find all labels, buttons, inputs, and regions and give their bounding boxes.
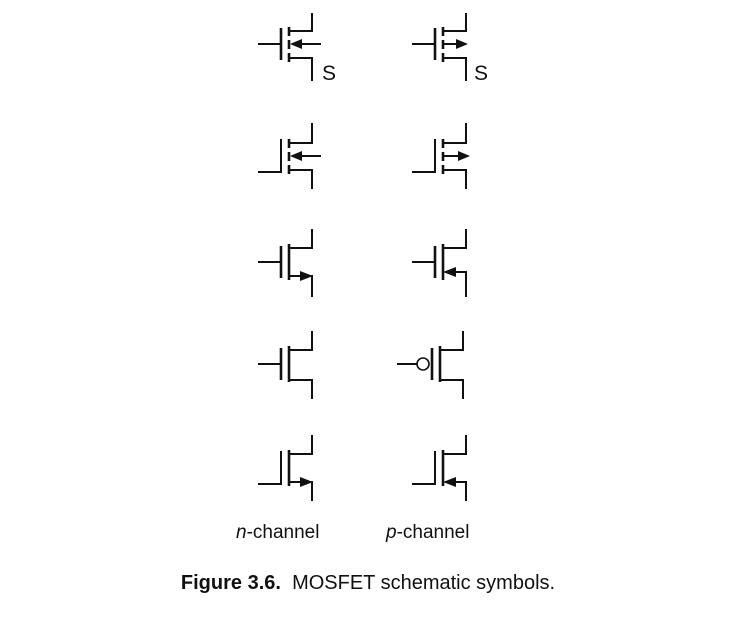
n-channel-letter: n [236,522,247,543]
figure-caption: Figure 3.6. MOSFET schematic symbols. [0,572,736,595]
p-channel-bubble-symbol [397,331,464,399]
n-channel-3terminal-arrow-symbol [258,229,313,297]
p-channel-3terminal-arrow-symbol [412,229,467,297]
n-channel-offset-gate-symbol [258,123,321,189]
p-channel-letter: p [386,522,397,543]
n-channel-offset-gate-arrow-symbol [258,435,313,501]
n-channel-simple-symbol [258,331,313,399]
p-channel-column-label: p-channel [386,522,469,544]
caption-text: MOSFET schematic symbols. [292,572,556,594]
n-channel-column-label: n-channel [236,522,319,544]
source-label-s: S [322,62,336,85]
p-channel-offset-gate-symbol [412,123,470,189]
n-channel-suffix: -channel [246,522,320,543]
p-channel-suffix: -channel [396,522,470,543]
n-channel-enhancement-4terminal-symbol: S [258,13,336,85]
source-label-s-p: S [474,62,488,85]
inversion-bubble-icon [416,357,430,371]
p-channel-enhancement-4terminal-symbol: S [412,13,488,85]
caption-number: Figure 3.6. [180,572,281,594]
p-channel-offset-gate-arrow-symbol [412,435,467,501]
